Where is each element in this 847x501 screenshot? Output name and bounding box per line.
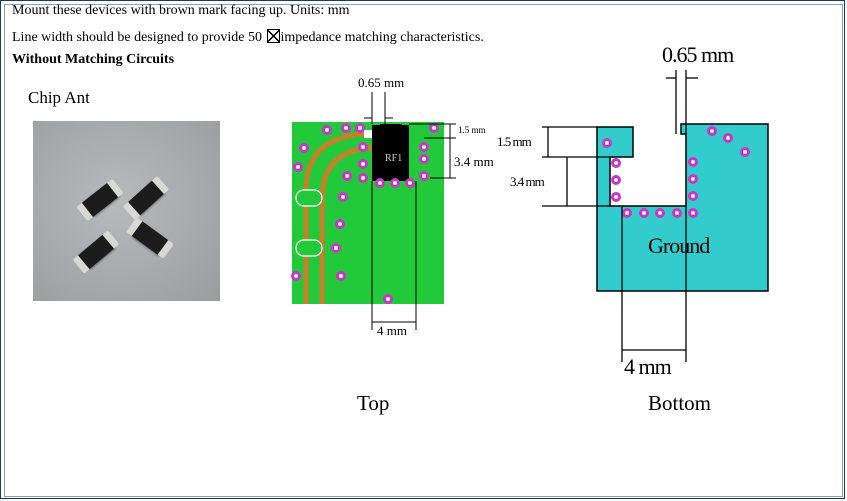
via — [375, 178, 385, 188]
window-frame-inner — [4, 4, 843, 497]
bottom-dim-width: 4 mm — [624, 354, 672, 379]
via — [655, 208, 665, 218]
bottom-dim-tall: 3.4 mm — [510, 174, 545, 189]
via — [688, 157, 698, 167]
component-pad — [295, 239, 323, 257]
via — [358, 159, 368, 169]
top-dim-width: 4 mm — [377, 323, 407, 338]
rf-chip-top — [380, 124, 402, 138]
via — [322, 125, 332, 135]
photo-label: Chip Ant — [28, 88, 90, 107]
via — [293, 162, 303, 172]
bottom-dim-small: 1.5 mm — [497, 134, 532, 149]
via — [688, 191, 698, 201]
via — [342, 171, 352, 181]
top-dim-tall: 3.4 mm — [454, 154, 494, 169]
via-group-bottom — [602, 126, 750, 218]
via — [688, 208, 698, 218]
via — [299, 143, 309, 153]
top-dim-gap: 0.65 mm — [358, 75, 405, 90]
via — [338, 192, 348, 202]
via — [419, 142, 429, 152]
section-heading: Without Matching Circuits — [12, 52, 175, 67]
component-pad — [295, 189, 323, 207]
via — [335, 219, 345, 229]
via — [723, 133, 733, 143]
chip-label: RF1 — [385, 153, 402, 164]
via — [740, 147, 750, 157]
via — [419, 154, 429, 164]
top-view-caption: Top — [357, 391, 390, 415]
via — [419, 171, 429, 181]
via — [331, 243, 341, 253]
via — [602, 138, 612, 148]
feed-trace-outer — [303, 131, 372, 304]
missing-glyph-icon — [266, 29, 280, 43]
via-group-top — [291, 123, 439, 304]
via — [688, 174, 698, 184]
top-dim-small: 1.5 mm — [458, 125, 486, 135]
via — [390, 178, 400, 188]
ground-label: Ground — [648, 233, 710, 258]
via — [611, 192, 621, 202]
bottom-dim-gap: 0.65 mm — [662, 42, 734, 67]
chip-pin-marker — [364, 130, 372, 138]
via — [639, 208, 649, 218]
impedance-note-post: impedance matching characteristics. — [280, 30, 484, 45]
via — [355, 123, 365, 133]
via — [672, 208, 682, 218]
via — [341, 123, 351, 133]
top-dimension-lines — [364, 92, 456, 330]
via — [291, 271, 301, 281]
via — [405, 178, 415, 188]
via — [383, 294, 393, 304]
via — [611, 175, 621, 185]
mount-note: Mount these devices with brown mark faci… — [12, 3, 350, 18]
bottom-dimension-lines — [542, 70, 698, 362]
impedance-note-pre: Line width should be designed to provide… — [12, 30, 263, 45]
via — [429, 123, 439, 133]
via — [336, 271, 346, 281]
via — [358, 142, 368, 152]
bottom-view-caption: Bottom — [648, 391, 712, 415]
chip-antenna-photo — [33, 121, 220, 301]
via — [707, 126, 717, 136]
via — [358, 173, 368, 183]
via — [622, 208, 632, 218]
impedance-note: Line width should be designed to provide… — [12, 27, 484, 45]
via — [611, 158, 621, 168]
